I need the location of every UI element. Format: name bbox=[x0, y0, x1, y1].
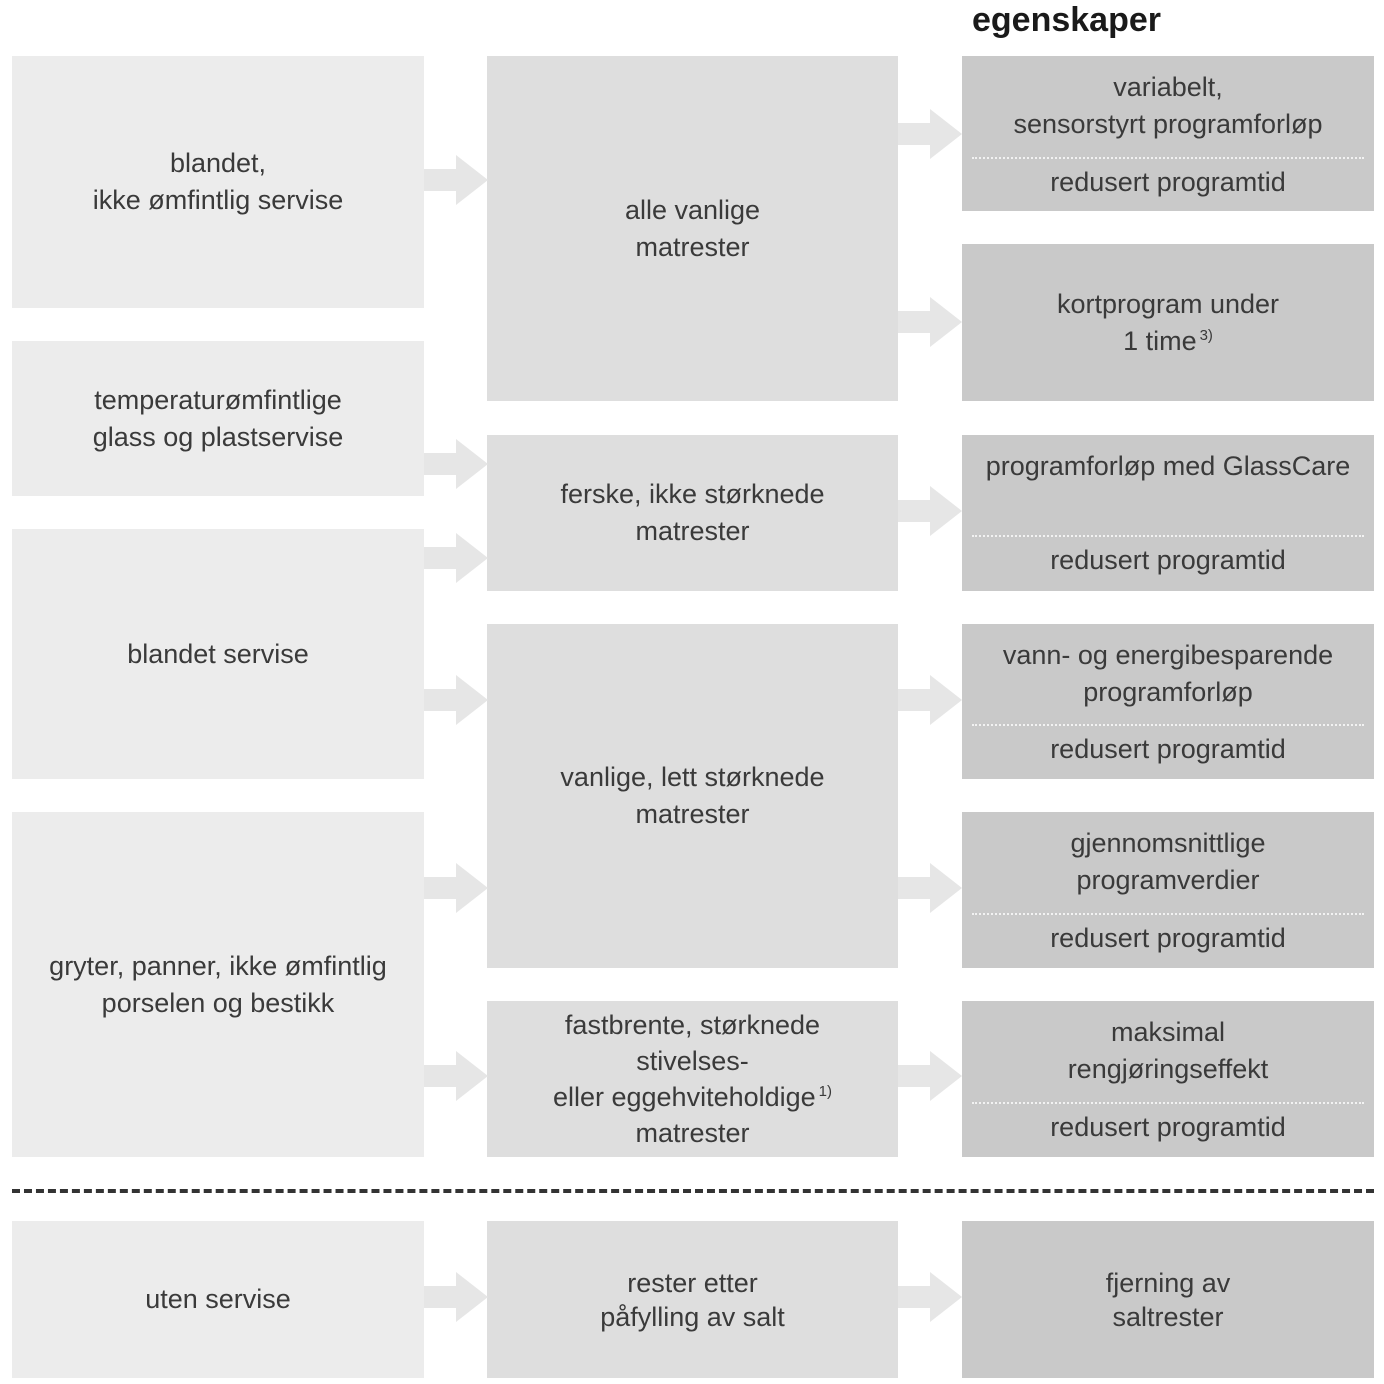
line: gryter, panner, ikke ømfintlig bbox=[49, 950, 387, 981]
line: vanlige, lett størknede bbox=[560, 762, 825, 792]
dishware-box-pots-pans: gryter, panner, ikke ømfintlig porselen … bbox=[12, 812, 424, 1157]
line: blandet servise bbox=[127, 638, 309, 669]
dotted-separator bbox=[972, 535, 1364, 537]
line: programverdier bbox=[1076, 865, 1260, 895]
arrow-icon bbox=[898, 297, 962, 347]
line: gjennomsnittlige bbox=[1070, 828, 1266, 858]
arrow-icon bbox=[898, 675, 962, 725]
line: variabelt, bbox=[1113, 72, 1223, 102]
line: alle vanlige bbox=[624, 194, 761, 225]
arrow-icon bbox=[424, 863, 488, 913]
line: fjerning av bbox=[1105, 1267, 1231, 1298]
property-sub: redusert programtid bbox=[1050, 544, 1286, 575]
footnote-mark: 1) bbox=[818, 1083, 833, 1100]
property-sub: redusert programtid bbox=[1050, 733, 1286, 764]
dishware-box-none: uten servise bbox=[12, 1221, 424, 1378]
dotted-separator bbox=[972, 913, 1364, 915]
line: rengjøringseffekt bbox=[1067, 1054, 1269, 1084]
property-main: variabelt, sensorstyrt programforløp bbox=[962, 56, 1374, 156]
property-main: maksimal rengjøringseffekt bbox=[962, 1001, 1374, 1101]
line: vann- og energibesparende bbox=[1002, 640, 1334, 670]
arrow-icon bbox=[424, 439, 488, 489]
line: maksimal bbox=[1110, 1017, 1225, 1047]
dashed-divider bbox=[12, 1189, 1374, 1193]
property-main: gjennomsnittlige programverdier bbox=[962, 812, 1374, 912]
arrow-icon bbox=[898, 863, 962, 913]
dotted-separator bbox=[972, 1102, 1364, 1104]
line: matrester bbox=[635, 1118, 750, 1148]
dishware-box-mixed: blandet servise bbox=[12, 529, 424, 779]
line: matrester bbox=[635, 516, 750, 546]
dishware-box-mixed-robust: blandet, ikke ømfintlig servise bbox=[12, 56, 424, 308]
residue-box-normal: alle vanlige matrester bbox=[487, 56, 898, 401]
property-box-average: gjennomsnittlige programverdier redusert… bbox=[962, 812, 1374, 968]
dotted-separator bbox=[972, 724, 1364, 726]
line: ferske, ikke størknede bbox=[560, 479, 825, 509]
property-sub: redusert programtid bbox=[1050, 922, 1286, 953]
line-text: 1 time bbox=[1123, 325, 1197, 356]
line: programforløp med GlassCare bbox=[985, 450, 1351, 481]
line: programforløp bbox=[1083, 677, 1253, 707]
dotted-separator bbox=[972, 157, 1364, 159]
footnote-mark: 3) bbox=[1199, 326, 1213, 344]
line-text: eller eggehviteholdige bbox=[552, 1082, 816, 1112]
line: sensorstyrt programforløp bbox=[1013, 109, 1323, 139]
property-sub: redusert programtid bbox=[1050, 1111, 1286, 1142]
property-box-max-cleaning: maksimal rengjøringseffekt redusert prog… bbox=[962, 1001, 1374, 1157]
line: påfylling av salt bbox=[600, 1301, 785, 1332]
arrow-icon bbox=[898, 109, 962, 159]
arrow-icon bbox=[898, 1051, 962, 1101]
property-box-sensor: variabelt, sensorstyrt programforløp red… bbox=[962, 56, 1374, 211]
line: temperaturømfintlige bbox=[94, 384, 342, 415]
arrow-icon bbox=[898, 1272, 962, 1322]
property-box-salt-removal: fjerning av saltrester bbox=[962, 1221, 1374, 1378]
arrow-icon bbox=[424, 1272, 488, 1322]
arrow-icon bbox=[898, 486, 962, 536]
line: stivelses- bbox=[636, 1046, 749, 1076]
dishware-box-temperature-sensitive: temperaturømfintlige glass og plastservi… bbox=[12, 341, 424, 496]
arrow-icon bbox=[424, 675, 488, 725]
line: glass og plastservise bbox=[92, 421, 344, 452]
residue-box-fresh: ferske, ikke størknede matrester bbox=[487, 435, 898, 591]
line: fastbrente, størknede bbox=[564, 1010, 821, 1040]
line: porselen og bestikk bbox=[101, 987, 335, 1018]
arrow-icon bbox=[424, 155, 488, 205]
property-main: vann- og energibesparende programforløp bbox=[962, 624, 1374, 724]
arrow-icon bbox=[424, 533, 488, 583]
arrow-icon bbox=[424, 1051, 488, 1101]
line: ikke ømfintlig servise bbox=[92, 185, 344, 215]
heading-egenskaper: egenskaper bbox=[972, 1, 1161, 39]
line: matrester bbox=[635, 231, 750, 262]
property-box-eco: vann- og energibesparende programforløp … bbox=[962, 624, 1374, 779]
property-main: programforløp med GlassCare bbox=[962, 443, 1374, 489]
line: rester etter bbox=[627, 1267, 758, 1298]
line: matrester bbox=[635, 799, 750, 829]
line: kortprogram under bbox=[1056, 288, 1280, 319]
residue-box-salt: rester etter påfylling av salt bbox=[487, 1221, 898, 1378]
residue-box-burnt-on: fastbrente, størknede stivelses- eller e… bbox=[487, 1001, 898, 1157]
property-box-glasscare: programforløp med GlassCare redusert pro… bbox=[962, 435, 1374, 591]
line: saltrester bbox=[1112, 1301, 1224, 1332]
line: blandet, bbox=[169, 148, 267, 178]
property-sub: redusert programtid bbox=[1050, 166, 1286, 197]
line: uten servise bbox=[145, 1284, 291, 1314]
residue-box-lightly-dried: vanlige, lett størknede matrester bbox=[487, 624, 898, 968]
